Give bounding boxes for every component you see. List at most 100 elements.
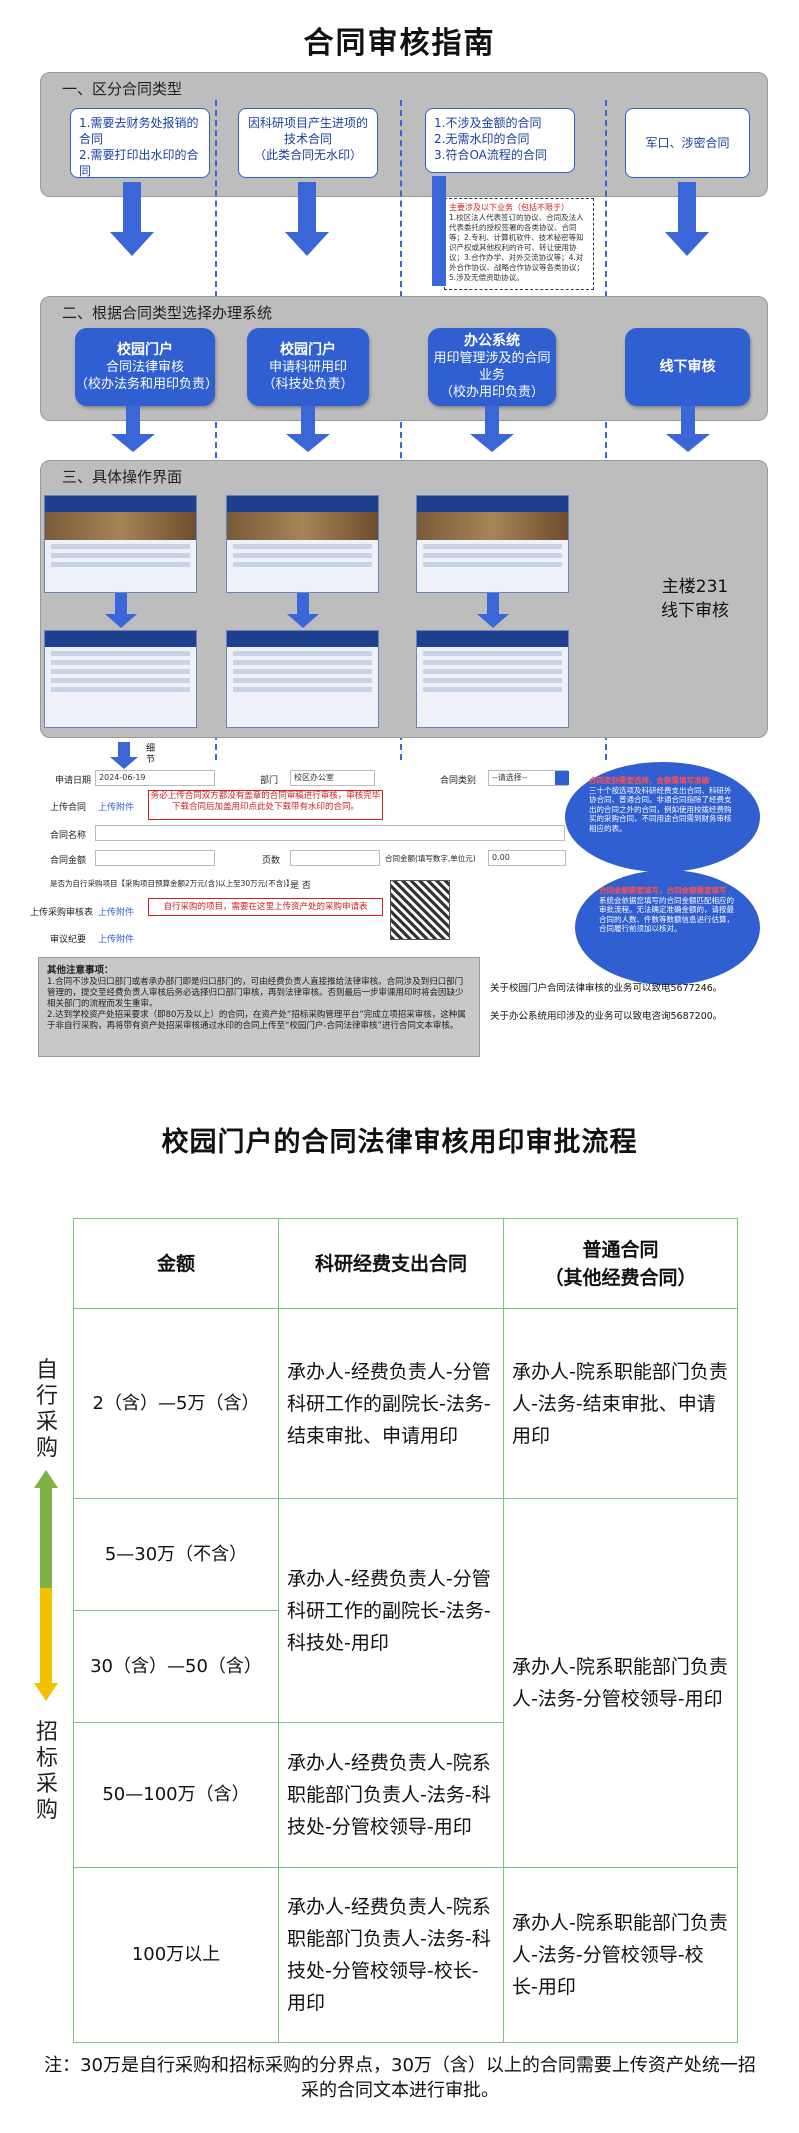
type-secret-box: 军口、涉密合同 [625,108,750,178]
row5-general-flow: 承办人-院系职能部门负责人-法务-分管校领导-校长-用印 [503,1867,738,2043]
screenshot-portal-4 [226,630,379,728]
system-office-body: 用印管理涉及的合同业务 （校办用印负责） [433,351,551,400]
arrow-2b-head [286,434,330,452]
arrow-2c-head [287,614,319,628]
system-campus-research-body: 申请科研用印 （科技处负责） [262,359,354,392]
oa-business-note: 主要涉及以下业务（包括不限于） 1.校区法人代表签订的协议、合同及法人代表委托的… [444,198,594,290]
system-offline-title: 线下审核 [659,358,716,375]
column-divider-1 [215,100,217,760]
form-self-purchase-options[interactable]: 是 否 [290,881,311,891]
form-department-field[interactable]: 校区办公室 [290,770,375,786]
form-minutes-label: 审议纪要 [50,935,87,945]
offline-location-text: 主楼231 线下审核 [661,577,729,621]
category-tip-head: 合同类别需要选择，金额需填写准确 [589,776,709,785]
detail-label: 细节 [146,744,156,765]
arrow-1c [115,593,127,615]
arrow-3b-head [470,434,514,452]
form-apply-date-field[interactable]: 2024-06-19 [95,770,215,786]
arrow-2a [298,182,316,232]
type-research-box: 因科研项目产生进项的技术合同 （此类合同无水印） [238,108,378,178]
row3-amount: 30（含）—50（含） [73,1610,279,1723]
row2-general-flow: 承办人-院系职能部门负责人-法务-分管校领导-用印 [503,1498,738,1868]
detail-arrow-head [110,757,138,769]
system-campus-research-title: 校园门户 [280,341,336,358]
form-amount-label: 合同金额 [50,856,87,866]
arrow-3a [432,176,446,286]
upload-warning-note: 务必上传合同双方都没有盖章的合同审稿进行审核，审核完毕下载合同后加盖用印点此处下… [148,790,383,820]
column-divider-3 [605,100,607,760]
form-contract-name-label: 合同名称 [50,831,87,841]
form-amount-field[interactable] [95,850,215,866]
screenshot-portal-1 [44,495,197,593]
other-notes-body: 1.合同不涉及归口部门或者承办部门即是归口部门的，可由经费负责人直接推给法律审核… [47,977,466,1031]
arrow-2c [297,593,309,615]
arrow-4a-head [665,232,709,256]
green-bar [40,1488,52,1588]
yellow-arrow-down [34,1683,58,1701]
contact-line-1: 关于校园门户合同法律审核的业务可以致电5677246。 [490,983,723,994]
arrow-4b [681,406,695,434]
other-notes-title: 其他注意事项： [47,965,114,976]
form-contract-name-field[interactable] [95,825,565,841]
flow-title: 校园门户的合同法律审核用印审批流程 [161,1127,638,1158]
arrow-4b-head [666,434,710,452]
arrow-3c-head [477,614,509,628]
system-office-box: 办公系统 用印管理涉及的合同业务 （校办用印负责） [428,328,556,406]
form-upload-contract-link[interactable]: 上传附件 [98,803,135,813]
note-body: 1.校区法人代表签订的协议、合同及法人代表委托的授权签署的各类协议、合同等；2.… [449,213,584,282]
tender-purchase-vertical-label: 招标采购 [35,1720,58,1823]
footnote: 注：30万是自行采购和招标采购的分界点，30万（含）以上的合同需要上传资产处统一… [44,2055,756,2101]
row2-amount: 5—30万（不含） [73,1498,279,1611]
type-oa-box: 1.不涉及金额的合同 2.无需水印的合同 3.符合OA流程的合同 [425,108,575,173]
row4-research-flow: 承办人-经费负责人-院系职能部门负责人-法务-科技处-分管校领导-用印 [278,1722,504,1868]
form-minutes-link[interactable]: 上传附件 [98,935,135,945]
screenshot-office-1 [416,495,569,593]
system-campus-legal-box: 校园门户 合同法律审核 （校办法务和用印负责） [75,328,219,406]
form-self-purchase-label: 是否为自行采购项目【采购项目预算金额2万元(含)以上至30万元(不含)】 [50,879,294,888]
section1-label: 一、区分合同类型 [62,80,183,98]
row1-research-flow: 承办人-经费负责人-分管科研工作的副院长-法务-结束审批、申请用印 [278,1308,504,1499]
arrow-2a-head [285,232,329,256]
form-amount-number-field[interactable]: 0.00 [488,850,566,866]
form-pages-label: 页数 [262,856,281,866]
self-purchase-vertical-label: 自行采购 [35,1358,58,1461]
section2-label: 二、根据合同类型选择办理系统 [62,304,273,322]
system-office-title: 办公系统 [464,333,520,349]
amount-tip-head: 合同金额需要填写，合同金额需要填写 [599,886,727,895]
amount-tip-bubble: 合同金额需要填写，合同金额需要填写 系统会依据您填写的合同金额匹配相应的审批流程… [575,870,760,985]
form-apply-date-label: 申请日期 [55,776,92,786]
approval-flow-table: 金额 科研经费支出合同 普通合同 （其他经费合同） 2（含）—5万（含） 承办人… [73,1218,738,2043]
arrow-1a-head [110,232,154,256]
arrow-3b [485,406,499,434]
form-upload-purchase-label: 上传采购审核表 [30,908,94,918]
contact-line-2: 关于办公系统用印涉及的业务可以致电咨询5687200。 [490,1011,723,1022]
row1-amount: 2（含）—5万（含） [73,1308,279,1499]
header-general-contract: 普通合同 （其他经费合同） [503,1218,738,1309]
screenshot-portal-2 [226,495,379,593]
row1-general-flow: 承办人-院系职能部门负责人-法务-结束审批、申请用印 [503,1308,738,1499]
form-category-dropdown[interactable] [555,771,569,785]
column-divider-2 [400,100,402,760]
form-department-label: 部门 [260,776,279,786]
arrow-1c-head [105,614,137,628]
section3-label: 三、具体操作界面 [62,468,183,486]
screenshot-portal-3 [44,630,197,728]
system-campus-legal-body: 合同法律审核 （校办法务和用印负责） [75,359,219,392]
form-amount-number-label: 合同金额(填写数字,单位元) [385,854,476,863]
purchase-warning-note: 自行采购的项目，需要在这里上传资产处的采购申请表 [148,898,383,916]
note-title: 主要涉及以下业务（包括不限于） [449,203,569,212]
arrow-1b-head [111,434,155,452]
header-research-contract: 科研经费支出合同 [278,1218,504,1309]
arrow-2b [301,406,315,434]
form-upload-purchase-link[interactable]: 上传附件 [98,908,135,918]
page-title: 合同审核指南 [303,26,496,61]
arrow-1b [126,406,140,434]
system-offline-box: 线下审核 [625,328,750,406]
type-finance-box: 1.需要去财务处报销的合同 2.需要打印出水印的合同 [70,108,210,178]
system-campus-legal-title: 校园门户 [117,341,173,358]
header-amount: 金额 [73,1218,279,1309]
yellow-bar [40,1588,52,1683]
arrow-1a [123,182,141,232]
detail-arrow [118,742,130,758]
form-pages-field[interactable] [290,850,380,866]
